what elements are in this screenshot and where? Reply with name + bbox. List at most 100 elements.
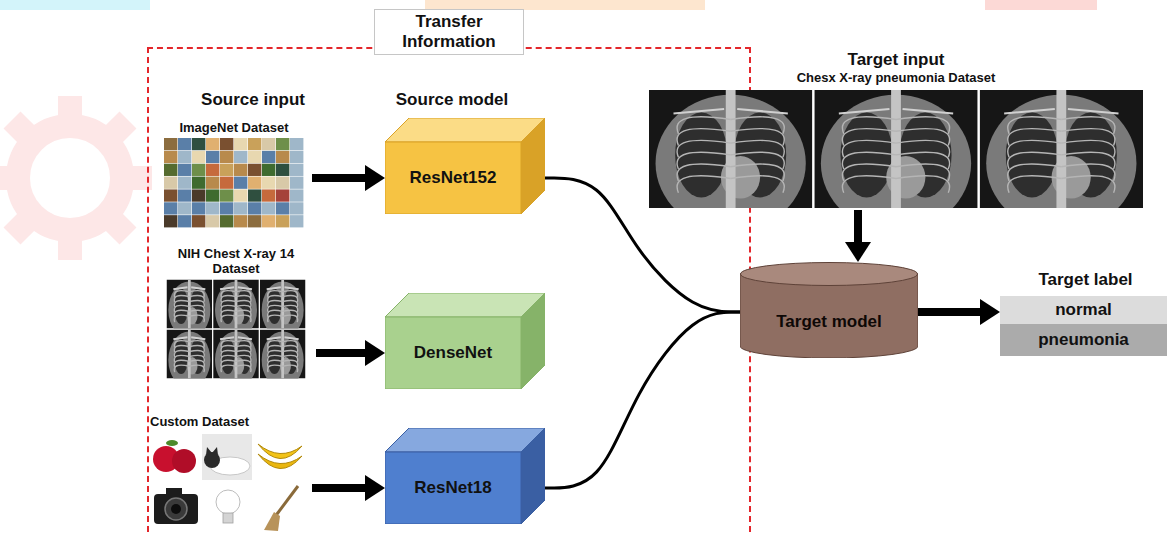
xray-lung xyxy=(220,339,235,374)
arrow-connector xyxy=(312,174,365,182)
xray-rib xyxy=(268,315,283,322)
target-model-cylinder: Target model xyxy=(740,262,918,358)
cube-top xyxy=(385,293,545,317)
dataset-panel: ImageNet Dataset xyxy=(156,120,312,236)
photo-tile xyxy=(234,138,247,150)
camera-lens xyxy=(165,498,187,520)
arrow-connector xyxy=(312,484,365,492)
arrow-connector xyxy=(854,210,862,242)
photo-tile xyxy=(248,138,261,150)
xray-spine xyxy=(281,280,284,329)
photo-tile xyxy=(192,151,205,163)
node-text: NIH Chest X-ray 14 Dataset xyxy=(158,246,314,276)
photo-tile xyxy=(164,138,177,150)
photo-tile xyxy=(206,138,219,150)
photo-tile xyxy=(248,177,261,189)
photo-tile xyxy=(220,202,233,214)
xray-spine xyxy=(235,280,238,329)
model-cube: ResNet152 xyxy=(385,118,545,214)
xray-clavicle xyxy=(238,337,252,339)
gear-tooth xyxy=(4,112,37,145)
photo-tile xyxy=(178,164,191,176)
cube-front xyxy=(385,317,521,389)
column-heading: Source input xyxy=(153,90,353,110)
xray-lung xyxy=(174,289,189,324)
bulb-glass xyxy=(216,490,240,514)
xray-image xyxy=(167,280,213,329)
photo-tile xyxy=(262,177,275,189)
photo-tile xyxy=(192,164,205,176)
photo-tile xyxy=(206,215,219,227)
cube-shape xyxy=(385,118,545,214)
photo-tile xyxy=(178,138,191,150)
xray-spine xyxy=(281,330,284,379)
xray-lung xyxy=(220,289,235,324)
cube-side xyxy=(521,428,545,524)
node-text: Chesx X-ray pneumonia Dataset xyxy=(797,70,996,86)
photo-tile xyxy=(164,202,177,214)
camera-body xyxy=(154,494,198,524)
xray-clavicle xyxy=(238,287,252,289)
xray-lung xyxy=(174,339,189,374)
photo-tile xyxy=(262,215,275,227)
photo-tile xyxy=(290,151,303,163)
node-text: ImageNet Dataset xyxy=(179,120,288,135)
photo-tile xyxy=(220,177,233,189)
photo-tile xyxy=(220,164,233,176)
xray-rib xyxy=(174,315,189,322)
xray-clavicle xyxy=(267,287,281,289)
photo-tile xyxy=(220,151,233,163)
photo-tile xyxy=(206,151,219,163)
xray-rib xyxy=(268,365,283,372)
photo-tile xyxy=(248,164,261,176)
dataset-panel: Custom Dataset xyxy=(150,414,312,534)
xray-clavicle xyxy=(191,287,205,289)
photo-tile xyxy=(164,215,177,227)
broom-icon xyxy=(264,486,298,531)
xray-clavicle xyxy=(173,337,187,339)
xray-rib xyxy=(283,315,298,322)
cube-shape xyxy=(385,293,545,389)
dataset-panel: NIH Chest X-ray 14 Dataset xyxy=(156,246,316,392)
xray-rib xyxy=(896,176,950,193)
photo-tile xyxy=(206,164,219,176)
xray-clavicle xyxy=(220,337,234,339)
banana-shape xyxy=(258,454,302,469)
banana-icon xyxy=(258,444,302,469)
photo-tile xyxy=(164,177,177,189)
photo-tile xyxy=(206,202,219,214)
target-input-panel: Target inputChesx X-ray pneumonia Datase… xyxy=(648,50,1144,210)
photo-tile xyxy=(276,164,289,176)
photo-tile xyxy=(234,177,247,189)
xray-image xyxy=(213,280,259,329)
banana-shape xyxy=(258,444,302,459)
broom-bristles xyxy=(264,512,280,531)
dataset-picture xyxy=(166,279,306,379)
gear-tooth xyxy=(58,96,82,118)
photo-tile xyxy=(164,189,177,201)
gear-tooth xyxy=(0,166,10,190)
photo-tile xyxy=(178,177,191,189)
node-text: Custom Dataset xyxy=(150,414,249,429)
photo-tile xyxy=(192,202,205,214)
photo-tile xyxy=(290,202,303,214)
photo-tile xyxy=(234,189,247,201)
apple-icon xyxy=(153,440,196,473)
label-box: pneumonia xyxy=(1000,324,1167,356)
photo-tile xyxy=(192,138,205,150)
xray-clavicle xyxy=(839,109,890,114)
node-text: DenseNet xyxy=(385,317,521,389)
photo-tile xyxy=(262,151,275,163)
xray-image xyxy=(260,280,306,329)
label-holder: Source input xyxy=(153,90,353,110)
photo-tile xyxy=(206,189,219,201)
photo-tile xyxy=(248,189,261,201)
cylinder-top xyxy=(741,263,918,286)
cat-ear xyxy=(206,447,218,455)
column-heading: Source model xyxy=(352,90,552,110)
apple-leaf xyxy=(166,440,178,446)
xray-clavicle xyxy=(903,109,954,114)
xray-clavicle xyxy=(267,337,281,339)
photo-tile xyxy=(248,215,261,227)
cat-icon xyxy=(202,434,252,480)
